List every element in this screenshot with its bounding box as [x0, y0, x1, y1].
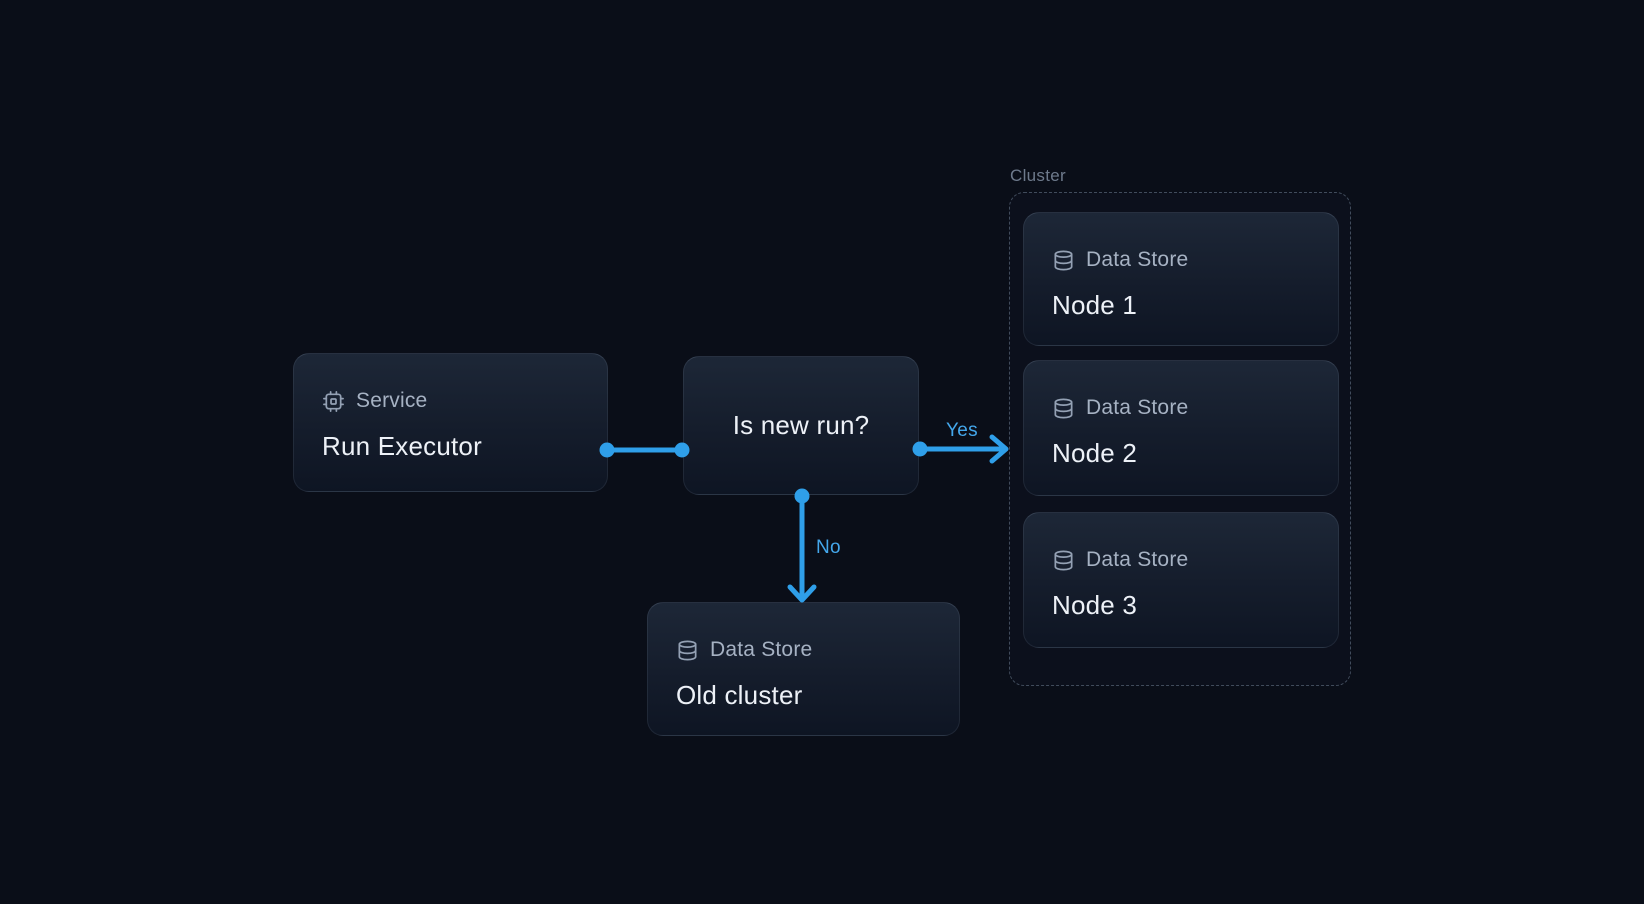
edge-decision-yes[interactable]: [912, 434, 1009, 464]
node-is-new-run[interactable]: Is new run?: [683, 356, 919, 495]
node-data-store-3[interactable]: Data Store Node 3: [1023, 512, 1339, 648]
cluster-group-label: Cluster: [1010, 166, 1066, 185]
edge-label-no: No: [816, 537, 841, 558]
node-type-row: Data Store: [1052, 394, 1314, 422]
node-data-store-2[interactable]: Data Store Node 2: [1023, 360, 1339, 496]
node-type-row: Data Store: [1052, 246, 1314, 274]
node-run-executor[interactable]: Service Run Executor: [293, 353, 608, 492]
node-data-store-1[interactable]: Data Store Node 1: [1023, 212, 1339, 346]
node-name: Is new run?: [732, 410, 870, 440]
node-old-cluster[interactable]: Data Store Old cluster: [647, 602, 960, 736]
node-name: Node 1: [1052, 290, 1138, 320]
cpu-icon: [323, 390, 344, 412]
edge-executor-to-decision[interactable]: [599, 442, 690, 458]
database-icon: [1054, 250, 1073, 270]
node-type-row: Service: [322, 387, 583, 415]
node-type-label: Data Store: [1086, 396, 1189, 419]
node-type-row: Data Store: [676, 636, 935, 664]
database-icon: [678, 640, 697, 660]
node-type-label: Data Store: [1086, 548, 1189, 571]
node-name: Node 3: [1052, 590, 1138, 620]
node-name: Run Executor: [322, 431, 482, 461]
database-icon: [1054, 550, 1073, 570]
node-name: Old cluster: [676, 680, 803, 710]
edge-label-yes: Yes: [946, 420, 978, 441]
node-name: Node 2: [1052, 438, 1138, 468]
node-type-label: Data Store: [1086, 248, 1189, 271]
node-type-label: Service: [356, 389, 428, 412]
node-type-label: Data Store: [710, 638, 813, 661]
edge-decision-no[interactable]: [787, 488, 817, 603]
database-icon: [1054, 398, 1073, 418]
node-type-row: Data Store: [1052, 546, 1314, 574]
